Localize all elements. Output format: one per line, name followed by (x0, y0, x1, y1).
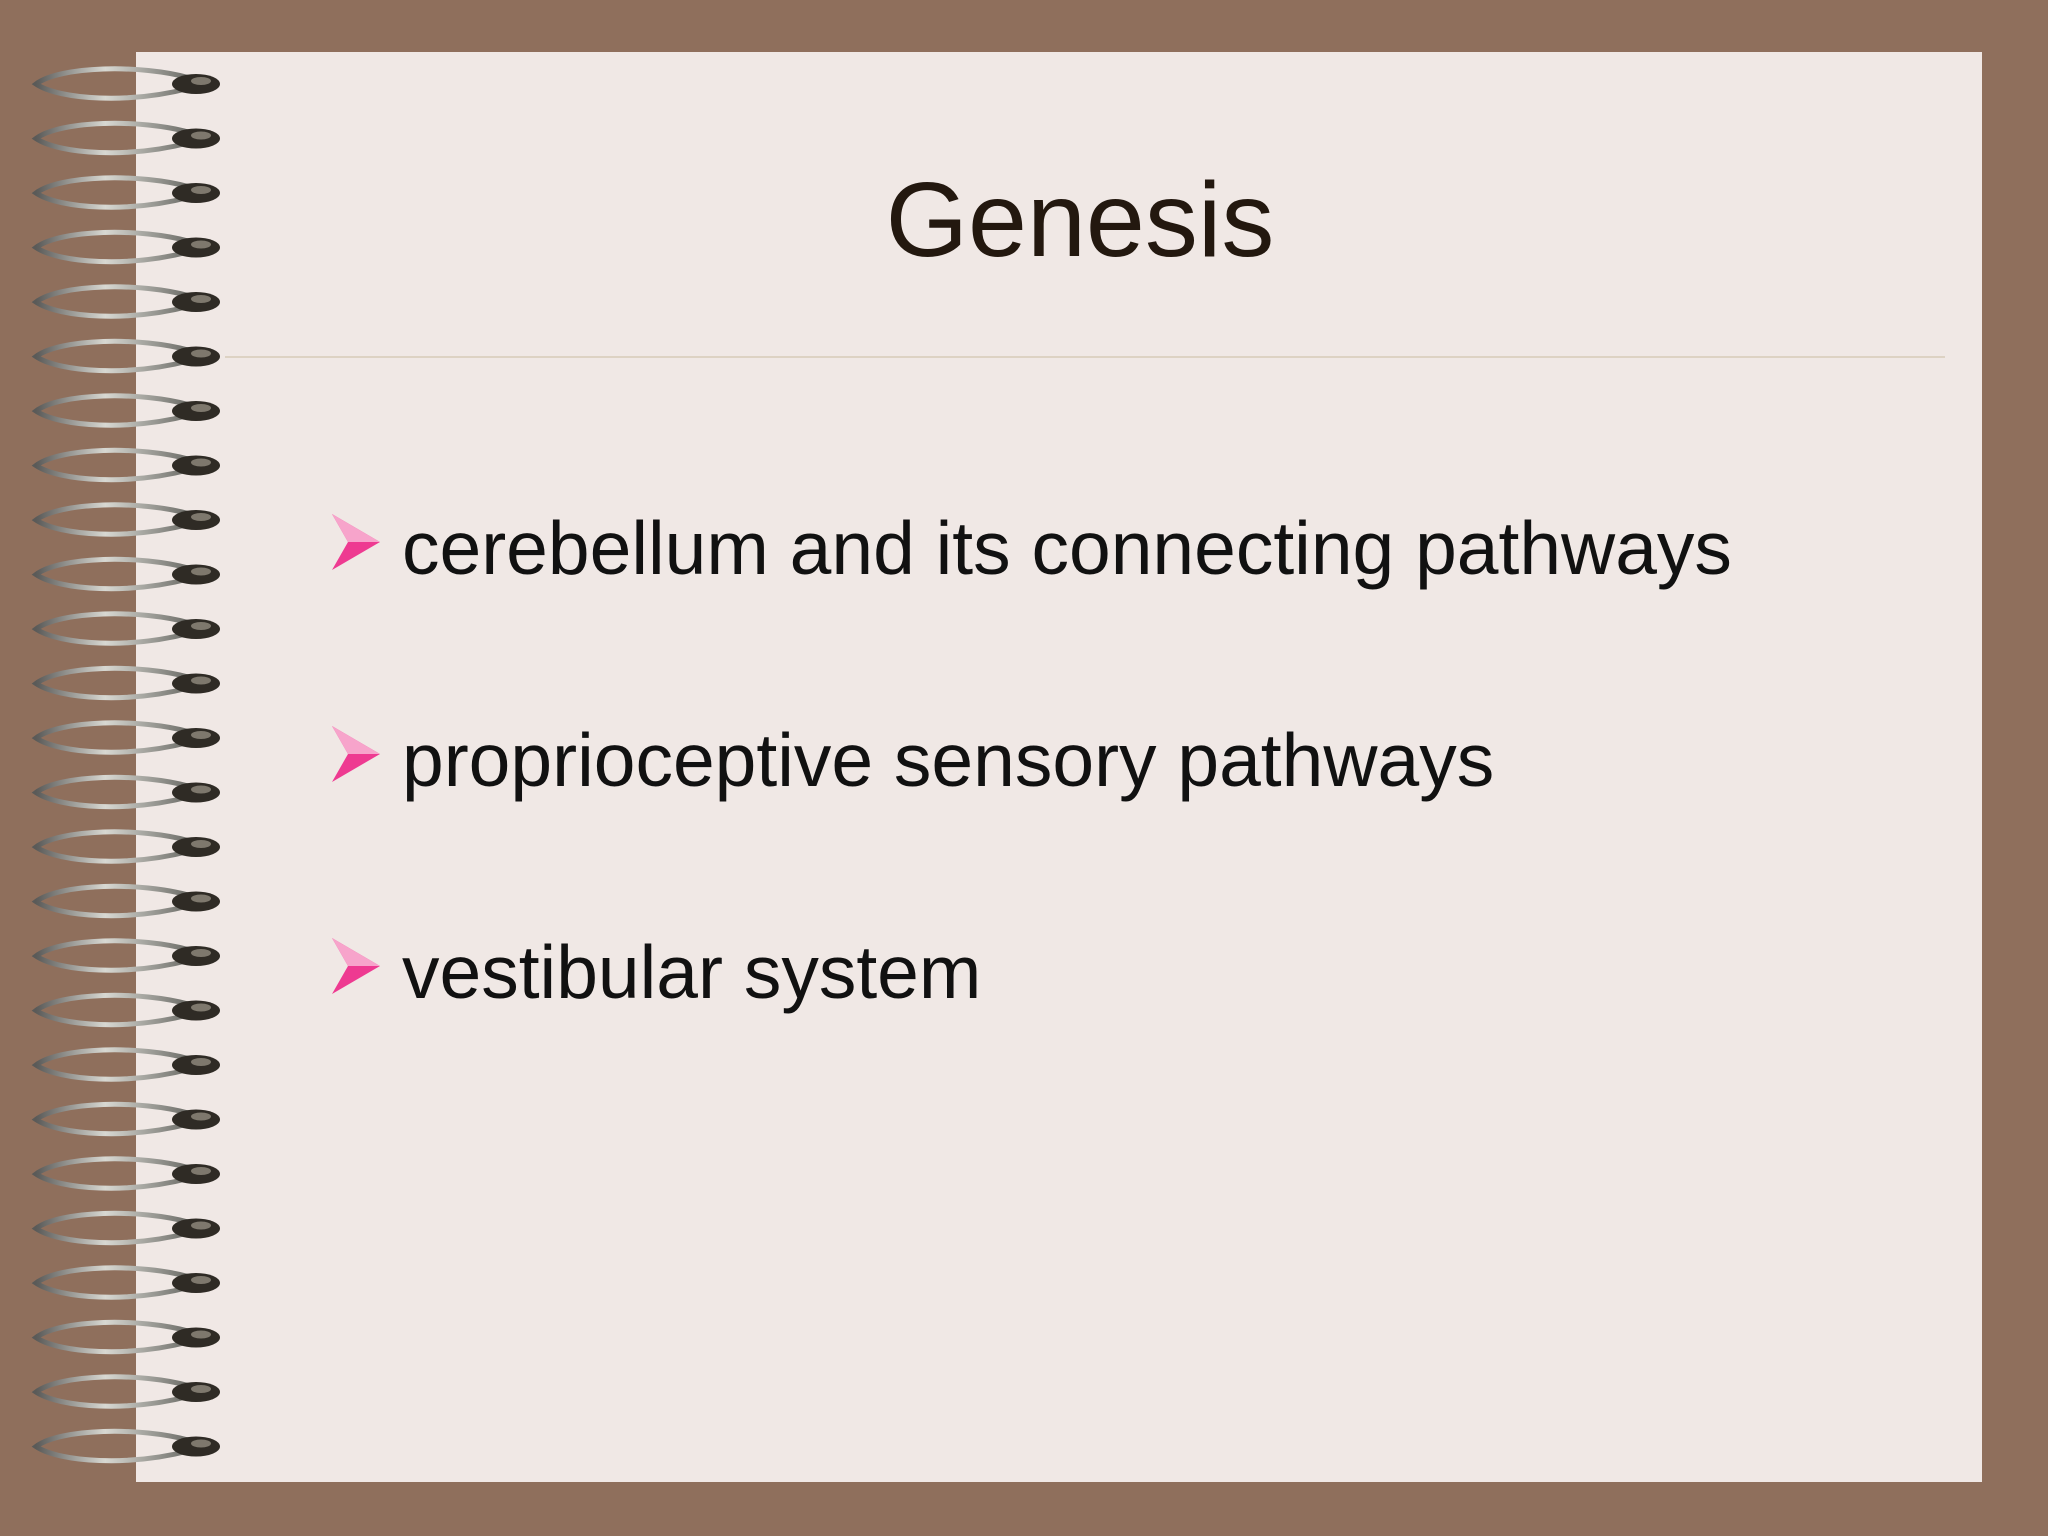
spiral-ring (31, 720, 193, 755)
spiral-ring (31, 556, 193, 592)
spiral-ring (31, 175, 193, 210)
bullet-text: proprioceptive sensory pathways (402, 718, 1495, 802)
binding-shine (191, 840, 211, 848)
spiral-ring (31, 1101, 193, 1137)
spiral-ring (31, 284, 193, 319)
spiral-ring (31, 393, 193, 428)
arrow-icon (332, 938, 380, 994)
spiral-ring (31, 66, 193, 101)
spiral-ring (31, 774, 193, 810)
spiral-binding-icon (31, 66, 220, 1464)
spiral-ring (31, 502, 193, 537)
spiral-ring (31, 1210, 193, 1246)
binding-shine (191, 567, 211, 576)
spiral-ring (31, 1319, 193, 1355)
bullet-list: cerebellum and its connecting pathways p… (328, 500, 1928, 1136)
binding-shine (191, 731, 211, 739)
binding-shine (191, 1385, 211, 1393)
spiral-ring (31, 447, 193, 483)
spiral-ring (31, 992, 193, 1028)
spiral-ring (31, 120, 193, 156)
binding-shine (191, 131, 211, 140)
spiral-ring (31, 665, 193, 701)
arrow-icon (332, 726, 380, 782)
bullet-item: cerebellum and its connecting pathways (328, 500, 1928, 712)
binding-shine (191, 1112, 211, 1121)
binding-shine (191, 1439, 211, 1448)
spiral-ring (31, 829, 193, 864)
binding-shine (191, 1003, 211, 1012)
binding-shine (191, 295, 211, 303)
spiral-ring (31, 338, 193, 374)
slide-title: Genesis (885, 161, 1275, 279)
binding-shine (191, 1221, 211, 1230)
binding-shine (191, 1167, 211, 1175)
spiral-ring (31, 229, 193, 265)
spiral-ring (31, 1265, 193, 1300)
notebook-paper (136, 52, 1982, 1482)
binding-shine (191, 458, 211, 467)
spiral-ring (31, 1047, 193, 1082)
binding-shine (191, 513, 211, 521)
binding-shine (191, 676, 211, 685)
spiral-ring (31, 611, 193, 646)
spiral-ring (31, 1374, 193, 1409)
binding-shine (191, 785, 211, 794)
bullet-text: cerebellum and its connecting pathways (402, 506, 1732, 590)
title-divider (225, 356, 1945, 358)
bullet-text: vestibular system (402, 930, 982, 1014)
binding-shine (191, 622, 211, 630)
binding-shine (191, 949, 211, 957)
bullet-item: vestibular system (328, 924, 1928, 1136)
binding-shine (191, 1276, 211, 1284)
binding-shine (191, 1330, 211, 1339)
bullet-item: proprioceptive sensory pathways (328, 712, 1928, 924)
spiral-ring (31, 883, 193, 919)
spiral-ring (31, 1156, 193, 1191)
binding-shine (191, 404, 211, 412)
arrow-icon (332, 514, 380, 570)
spiral-ring (31, 938, 193, 973)
spiral-ring (31, 1428, 193, 1464)
binding-shine (191, 186, 211, 194)
binding-shine (191, 1058, 211, 1066)
binding-shine (191, 77, 211, 85)
binding-shine (191, 240, 211, 249)
binding-shine (191, 894, 211, 903)
binding-shine (191, 349, 211, 358)
